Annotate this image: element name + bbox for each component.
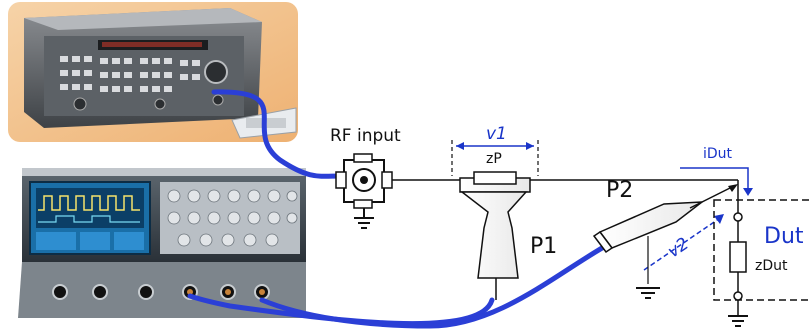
p1-label: P1 <box>530 234 557 259</box>
v1-label: v1 <box>486 124 507 144</box>
oscilloscope-photo <box>18 168 306 318</box>
resistor-zdut <box>730 242 746 272</box>
idut-arrow <box>680 168 753 196</box>
rf-input-label: RF input <box>330 126 401 146</box>
probe-p1 <box>460 172 530 300</box>
zdut-label: zDut <box>755 258 788 274</box>
ground-symbol <box>354 208 374 228</box>
dut-label: Dut <box>764 224 804 249</box>
resistor-zp <box>474 172 516 184</box>
zp-label: zP <box>486 151 502 167</box>
signal-generator-photo <box>8 2 298 142</box>
ground-symbol-p2 <box>636 288 660 298</box>
cable-probe-p2 <box>262 240 616 326</box>
p2-label: P2 <box>606 178 633 203</box>
bnc-connector <box>336 154 392 208</box>
idut-label: iDut <box>703 146 732 162</box>
